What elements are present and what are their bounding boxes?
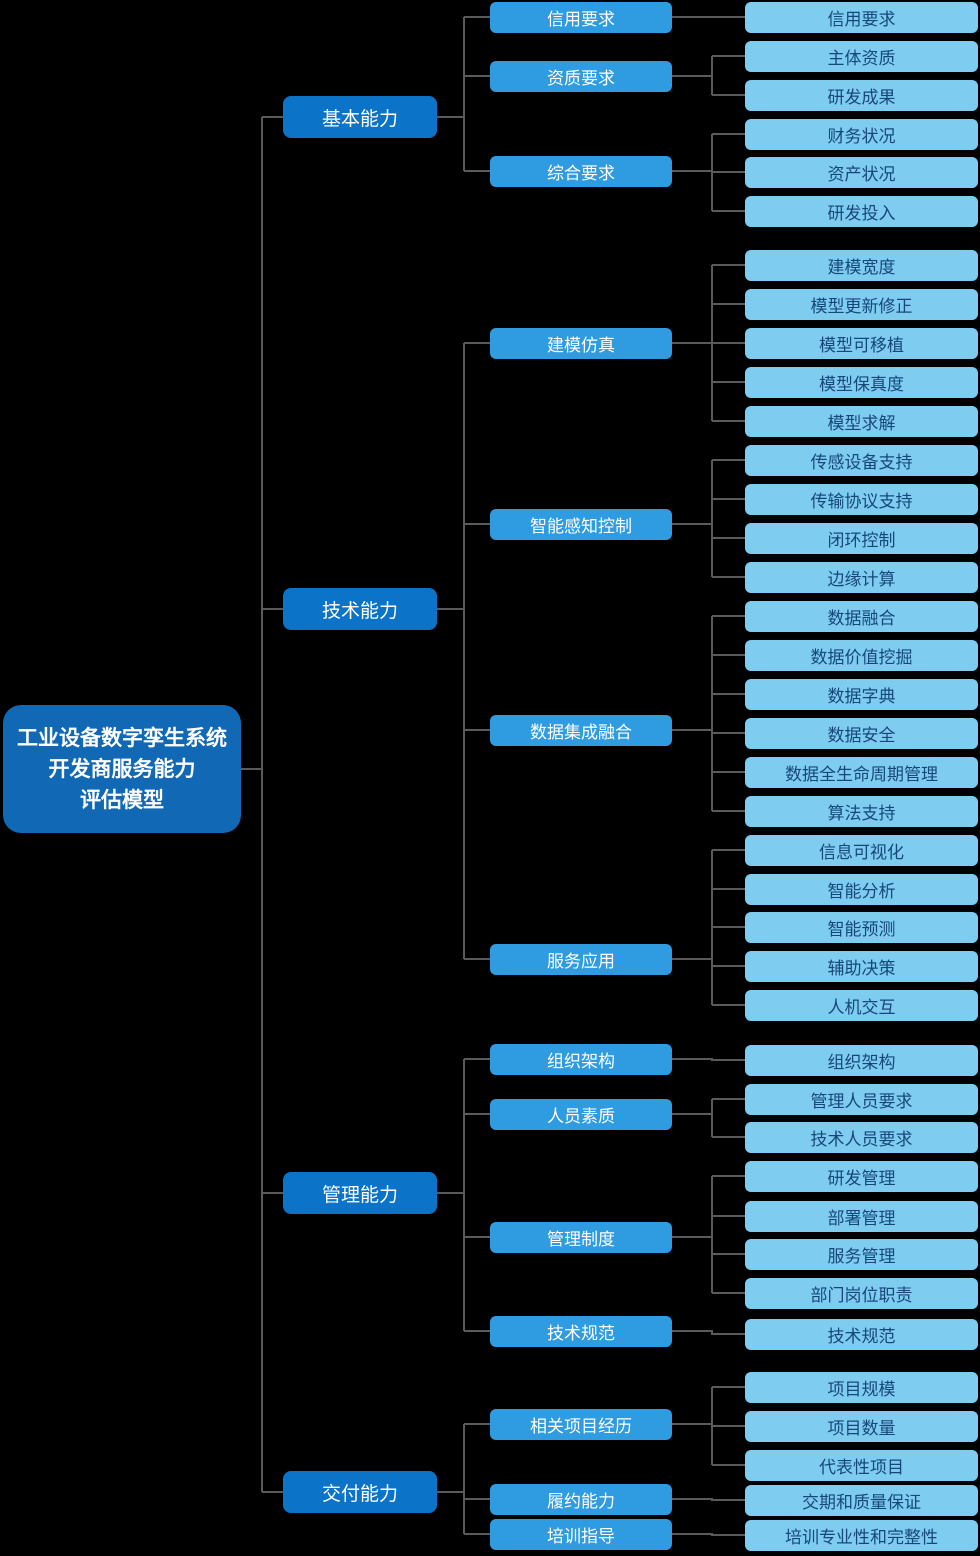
level2-node: 交付能力 xyxy=(283,1471,437,1513)
level3-node: 信用要求 xyxy=(490,1,672,33)
level2-node: 技术能力 xyxy=(283,588,437,630)
leaf-node: 闭环控制 xyxy=(745,522,978,554)
leaf-node: 信用要求 xyxy=(745,1,978,33)
leaf-node: 算法支持 xyxy=(745,795,978,827)
level3-node: 综合要求 xyxy=(490,155,672,187)
leaf-node: 智能分析 xyxy=(745,873,978,905)
connector-leaf-elbow xyxy=(672,1330,745,1335)
leaf-node: 数据融合 xyxy=(745,600,978,632)
leaf-node: 数据价值挖掘 xyxy=(745,639,978,671)
leaf-node: 传输协议支持 xyxy=(745,483,978,515)
root-node: 工业设备数字孪生系统开发商服务能力评估模型 xyxy=(3,705,241,833)
level3-node: 相关项目经历 xyxy=(490,1408,672,1440)
level3-node: 资质要求 xyxy=(490,60,672,92)
leaf-node: 研发成果 xyxy=(745,79,978,111)
leaf-node: 研发管理 xyxy=(745,1160,978,1192)
leaf-node: 技术规范 xyxy=(745,1318,978,1350)
leaf-node: 项目规模 xyxy=(745,1371,978,1403)
root-node-line: 工业设备数字孪生系统 xyxy=(17,726,227,750)
level3-node: 组织架构 xyxy=(490,1043,672,1075)
connector-leaf-elbow xyxy=(672,1533,745,1536)
level3-node: 培训指导 xyxy=(490,1518,672,1550)
leaf-node: 技术人员要求 xyxy=(745,1121,978,1153)
level3-node: 技术规范 xyxy=(490,1315,672,1347)
leaf-node: 交期和质量保证 xyxy=(745,1484,978,1516)
connector-leaf-elbow xyxy=(672,1058,745,1061)
level2-node: 管理能力 xyxy=(283,1172,437,1214)
level3-node: 建模仿真 xyxy=(490,327,672,359)
leaf-node: 传感设备支持 xyxy=(745,444,978,476)
leaf-node: 培训专业性和完整性 xyxy=(745,1519,978,1551)
level3-node: 履约能力 xyxy=(490,1483,672,1515)
leaf-node: 组织架构 xyxy=(745,1044,978,1076)
leaf-node: 建模宽度 xyxy=(745,249,978,281)
leaf-node: 数据全生命周期管理 xyxy=(745,756,978,788)
connector-leaf-elbow xyxy=(672,1498,745,1501)
level3-node: 管理制度 xyxy=(490,1221,672,1253)
leaf-node: 主体资质 xyxy=(745,40,978,72)
level3-node: 智能感知控制 xyxy=(490,508,672,540)
leaf-node: 模型保真度 xyxy=(745,366,978,398)
level3-node: 人员素质 xyxy=(490,1098,672,1130)
leaf-node: 数据字典 xyxy=(745,678,978,710)
leaf-node: 信息可视化 xyxy=(745,834,978,866)
leaf-node: 服务管理 xyxy=(745,1238,978,1270)
leaf-node: 资产状况 xyxy=(745,156,978,188)
leaf-node: 财务状况 xyxy=(745,118,978,150)
leaf-node: 部门岗位职责 xyxy=(745,1277,978,1309)
leaf-node: 研发投入 xyxy=(745,195,978,227)
root-node-line: 开发商服务能力 xyxy=(48,757,196,781)
leaf-node: 人机交互 xyxy=(745,989,978,1021)
level2-node: 基本能力 xyxy=(283,96,437,138)
leaf-node: 管理人员要求 xyxy=(745,1083,978,1115)
leaf-node: 模型可移植 xyxy=(745,327,978,359)
leaf-node: 模型求解 xyxy=(745,405,978,437)
level3-node: 数据集成融合 xyxy=(490,714,672,746)
leaf-node: 模型更新修正 xyxy=(745,288,978,320)
leaf-node: 数据安全 xyxy=(745,717,978,749)
root-node-line: 评估模型 xyxy=(80,788,164,812)
leaf-node: 辅助决策 xyxy=(745,950,978,982)
leaf-node: 部署管理 xyxy=(745,1200,978,1232)
leaf-node: 项目数量 xyxy=(745,1410,978,1442)
level3-node: 服务应用 xyxy=(490,943,672,975)
leaf-node: 代表性项目 xyxy=(745,1449,978,1481)
leaf-node: 智能预测 xyxy=(745,911,978,943)
leaf-node: 边缘计算 xyxy=(745,561,978,593)
